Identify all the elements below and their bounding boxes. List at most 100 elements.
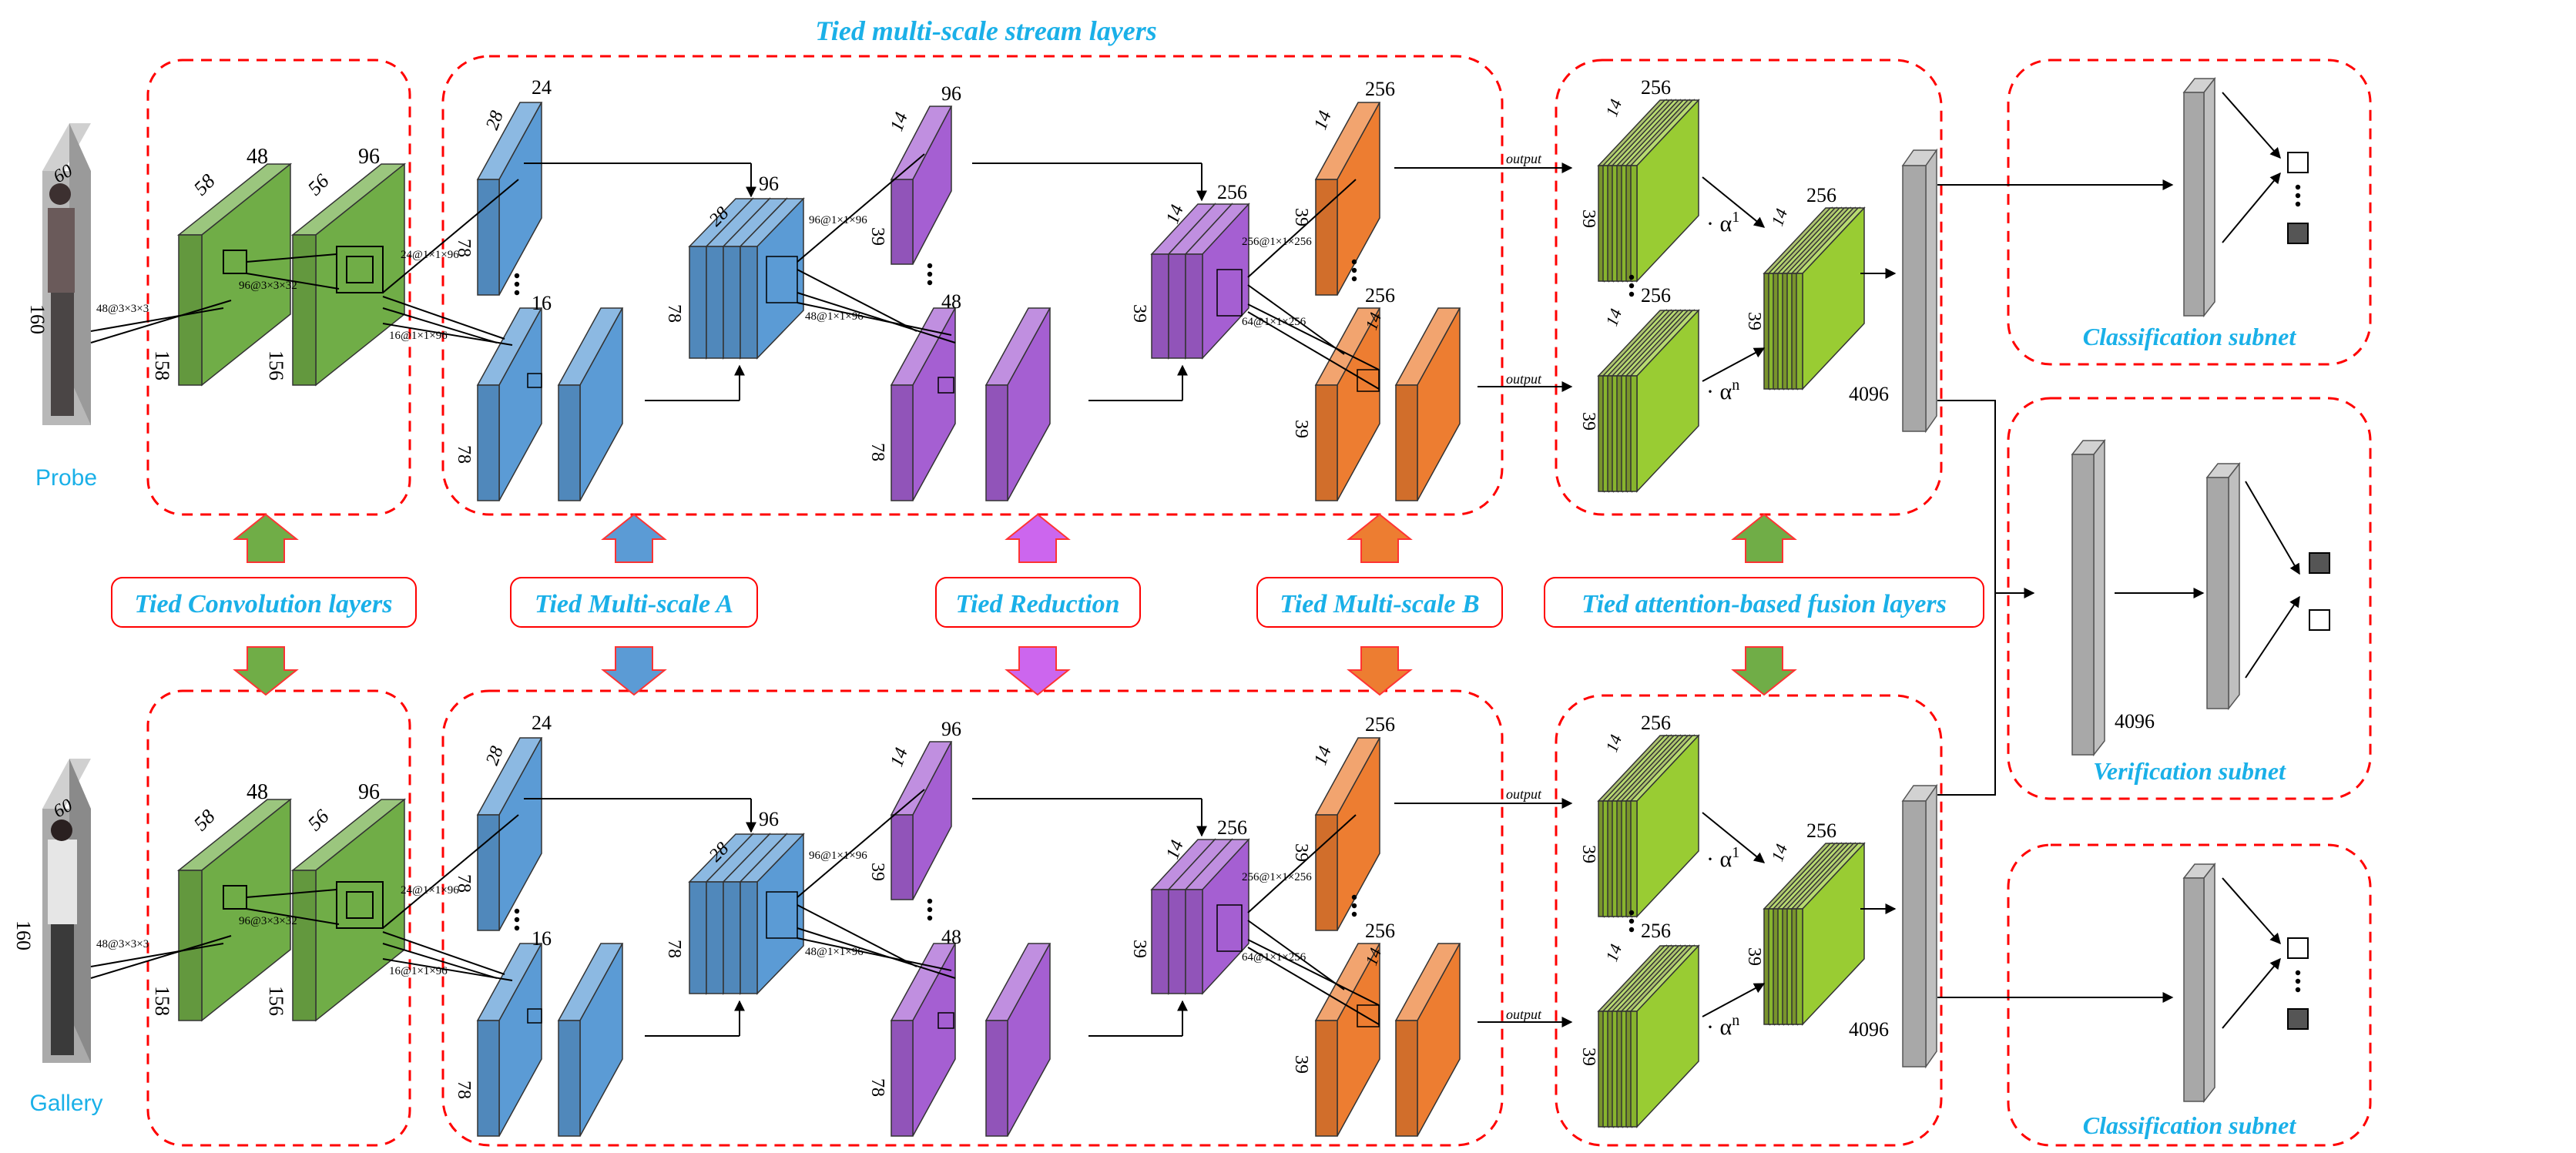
conv1-block-top: [176, 163, 293, 387]
fusion-top-to-verif: [1937, 400, 2035, 598]
red-branch1-bottom: [890, 741, 953, 900]
msa-kernel: [527, 1008, 542, 1024]
fused-height: 39: [1744, 947, 1764, 966]
stream-box-bottom: [441, 689, 1504, 1147]
verif-fc-2: [2205, 461, 2241, 711]
red-msb-line-1: [1247, 814, 1357, 913]
red-msb-line-3: [1247, 939, 1380, 1006]
red-branch2-top: [890, 307, 957, 501]
msa-b2-height: 78: [454, 1081, 474, 1099]
fusion-s1-height: 39: [1578, 845, 1598, 863]
red-branch2-bottom: [890, 943, 957, 1137]
fc-4096-label: 4096: [1849, 1018, 1889, 1041]
alphan-label: · αn: [1706, 1012, 1739, 1040]
cls-top-dots: [2295, 184, 2301, 207]
fusion-stack-1-top: [1629, 99, 1700, 283]
msa-red-line-3: [797, 927, 956, 979]
conv2-block-top: [290, 163, 407, 387]
red-b1-height: 39: [867, 863, 887, 881]
verif-box: [2007, 397, 2372, 800]
red-dots: [927, 898, 933, 921]
red-kernel: [937, 377, 954, 394]
alphan-label: · αn: [1706, 377, 1739, 404]
fusion-stack-2-top: [1629, 309, 1700, 493]
red-b1-height: 39: [867, 227, 887, 246]
fusion-s2-height: 39: [1578, 1047, 1598, 1066]
msa-branch2b-bottom: [557, 943, 624, 1137]
red-concat-slice: [1184, 203, 1250, 360]
fusion-dots: [1628, 910, 1635, 933]
red-k2-label: 48@1×1×96: [805, 946, 864, 958]
tied-arrows: [233, 513, 1797, 696]
conv-msa-line-3: [382, 307, 498, 344]
tied-arrow-down-1: [601, 646, 667, 696]
msa-k1-label: 24@1×1×96: [401, 884, 459, 897]
fusion-dots: [1628, 274, 1635, 297]
conv-msa-line-2: [382, 296, 505, 340]
msa-out-depth: 96: [759, 173, 779, 195]
input-conv1-line-a: [90, 943, 224, 967]
conv1-depth-label: 48: [247, 145, 268, 169]
alpha1-arrow: [1702, 176, 1766, 228]
conv1-height-label: 158: [151, 986, 173, 1016]
stream-box-top: [441, 55, 1504, 516]
conv2-width-label: 56: [304, 169, 334, 199]
msa-b1-height: 78: [454, 874, 474, 893]
msa-k2-label: 16@1×1×96: [389, 965, 448, 977]
fusion-s2-height: 39: [1578, 412, 1598, 431]
msa-out-depth: 96: [759, 808, 779, 830]
tied-arrow-up-0: [233, 513, 299, 563]
fc-4096-label: 4096: [1849, 383, 1889, 405]
verif-subnet-title: Verification subnet: [2093, 757, 2286, 785]
msb-dots: [1351, 259, 1357, 282]
msb-kernel: [1357, 1004, 1380, 1027]
red-branch2b-bottom: [984, 943, 1052, 1137]
input-conv1-line-a: [90, 307, 224, 332]
fusion-stack-1-bottom: [1629, 734, 1700, 918]
msa-dots: [514, 273, 520, 296]
msb-b2-height: 39: [1291, 420, 1311, 438]
red-msb-line-4: [1247, 947, 1380, 1025]
cls-bottom-out-dark: [2287, 1008, 2309, 1030]
tied-ms-b-label: Tied Multi-scale B: [1280, 590, 1479, 618]
conv2-block-bottom: [290, 798, 407, 1022]
conv2-depth-label: 96: [358, 145, 380, 169]
msa-b1-depth: 24: [532, 76, 552, 99]
connection-lines: [90, 92, 2300, 1037]
conv-msa-line-4: [382, 958, 513, 981]
red-dots: [927, 263, 933, 286]
output-label-2: output: [1506, 1007, 1542, 1022]
conv-box-top: [146, 59, 411, 516]
fc-4096-top: [1901, 148, 1938, 434]
conv1-block-bottom: [176, 798, 293, 1022]
conv1-conv2-line-a: [246, 253, 337, 263]
msa-branch2-bottom: [476, 943, 543, 1137]
tied-arrow-down-2: [1005, 646, 1071, 696]
fusion-s1-width: 14: [1602, 732, 1625, 754]
msa-dots: [514, 908, 520, 931]
fusion-box-bottom: [1555, 694, 1943, 1147]
conv2-height-label: 156: [265, 986, 287, 1016]
red-b1-depth: 96: [941, 82, 961, 105]
msa-branch2-top: [476, 307, 543, 501]
msb-kernel: [1357, 369, 1380, 392]
msb-b1-width: 14: [1310, 109, 1336, 132]
conv-box-bottom: [146, 689, 411, 1147]
red-b2-depth: 48: [941, 926, 961, 948]
output-label-1: output: [1506, 786, 1542, 802]
red-msb-line-4: [1247, 311, 1380, 390]
cls-box-top: [2007, 59, 2372, 366]
cls-box-bottom: [2007, 843, 2372, 1147]
output-label-2: output: [1506, 371, 1542, 387]
verif-out-dark: [2309, 552, 2330, 574]
msa-b1-width: 28: [482, 109, 508, 132]
fused-width: 14: [1767, 841, 1791, 863]
fusion-s1-width: 14: [1602, 96, 1625, 119]
msa-b1-height: 78: [454, 239, 474, 257]
msa-b1-depth: 24: [532, 712, 552, 734]
msa-branch1-top: [476, 102, 543, 296]
fusion-s2-width: 14: [1602, 941, 1625, 964]
fusion-s1-height: 39: [1578, 209, 1598, 228]
verif-line-1: [2245, 481, 2300, 575]
cls-bottom-dots: [2295, 970, 2301, 993]
